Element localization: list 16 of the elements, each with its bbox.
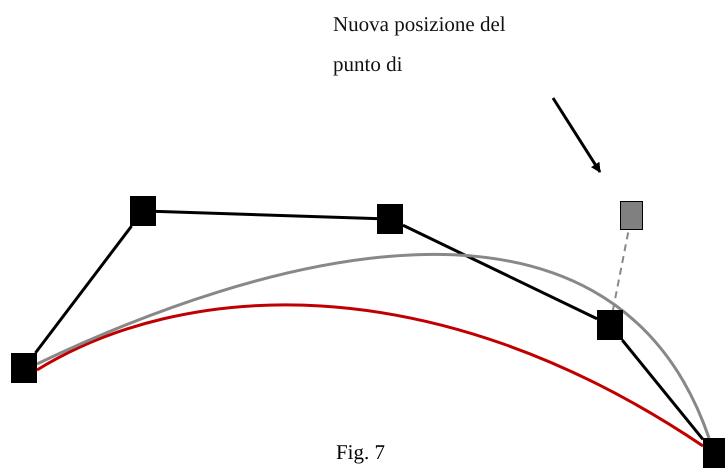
control-point-square: [597, 310, 623, 340]
polygon-line: [621, 339, 704, 440]
bezier-curve: [36, 253, 710, 439]
control-point-square: [11, 353, 37, 383]
figure-caption: Fig. 7: [336, 440, 386, 465]
control-point-square: [703, 438, 725, 468]
control-point-square: [620, 201, 643, 230]
bezier-curve: [36, 304, 704, 448]
leader-arrow: [552, 97, 602, 173]
polygon-line: [156, 210, 378, 220]
control-point-square: [130, 196, 156, 226]
polygon-line: [34, 225, 133, 354]
dashed-line: [612, 230, 630, 310]
polygon-line: [402, 224, 598, 320]
control-point-square: [377, 204, 403, 234]
annotation-text: Nuova posizione del punto di: [333, 4, 557, 98]
